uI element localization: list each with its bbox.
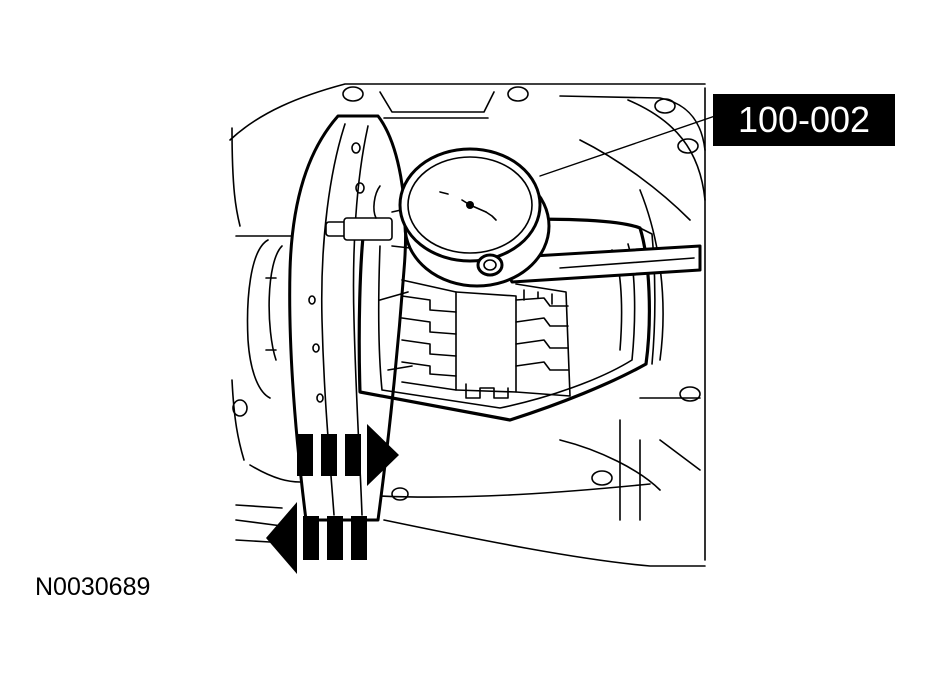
movement-arrows xyxy=(266,424,399,574)
bearing-hub xyxy=(246,239,283,399)
arrow-right-icon xyxy=(297,424,399,486)
tool-number-callout: 100-002 xyxy=(713,94,895,146)
dial-indicator-100-002 xyxy=(325,115,716,288)
side-gears xyxy=(401,279,571,399)
arrow-left-icon xyxy=(266,502,367,574)
figure-id-label: N0030689 xyxy=(35,573,151,601)
